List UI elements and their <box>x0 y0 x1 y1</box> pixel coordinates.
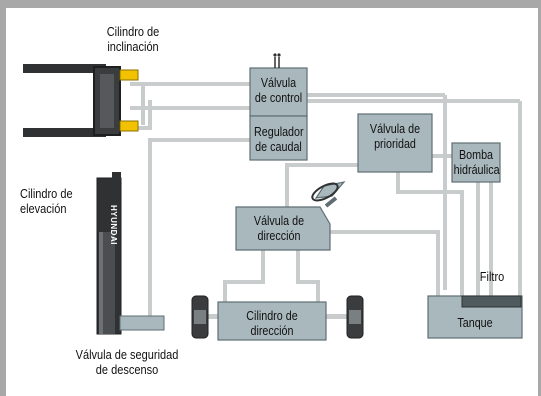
tilt-cylinder-label-line-2: inclinación <box>107 40 159 54</box>
flow-regulator-label-line-2: de caudal <box>255 140 302 154</box>
priority-valve-label-line-1: Válvula de <box>369 122 421 136</box>
lift-cylinder-label-line-1: Cilindro de <box>20 187 73 201</box>
lift-mast <box>96 172 122 335</box>
line-steer-cyl-1 <box>223 250 265 302</box>
frame-left <box>0 0 6 396</box>
steering-cylinder-label-line-2: dirección <box>250 324 294 338</box>
steering-valve-label-line-2: dirección <box>257 229 301 243</box>
control-valve-label-line-2: de control <box>254 91 303 105</box>
priority-valve-label-line-2: prioridad <box>374 137 416 151</box>
mast-inner <box>103 232 115 334</box>
line-steer-cyl-2 <box>296 250 320 302</box>
mast-chain <box>99 232 103 334</box>
carriage-inner <box>100 74 114 128</box>
priority-valve-box <box>357 113 433 173</box>
tilt-cylinder-top <box>119 69 139 81</box>
tilt-cylinder-assembly <box>23 64 139 137</box>
mast-brand: HYUNDAI <box>109 205 118 245</box>
frame-right <box>538 0 541 396</box>
fork-lower <box>23 128 106 137</box>
mast-top <box>112 172 121 180</box>
safety-valve-label-line-1: Válvula de seguridad <box>75 348 179 362</box>
tilt-cylinder-label-line-1: Cilindro de <box>106 25 160 39</box>
control-lever <box>274 57 280 68</box>
fork-upper <box>23 64 106 73</box>
tilt-cylinder-bottom <box>119 120 139 132</box>
steering-valve-label-line-1: Válvula de <box>253 214 305 228</box>
control-valve-label-line-1: Válvula <box>260 76 297 90</box>
hydraulic-pump-label-line-1: Bomba <box>458 148 494 162</box>
steering-valve-label: Válvula de dirección <box>242 214 316 244</box>
safety-valve-label-line-2: de descenso <box>95 363 159 377</box>
lift-cylinder-label: Cilindro de elevación <box>20 187 83 217</box>
lift-cylinder-label-line-2: elevación <box>20 202 67 216</box>
steering-valve-box <box>235 206 331 251</box>
priority-valve-label: Válvula de prioridad <box>363 122 427 152</box>
flow-regulator-box <box>249 115 308 161</box>
tilt-cylinder-label: Cilindro de inclinación <box>100 25 165 55</box>
tank-label: Tanque <box>457 316 493 330</box>
frame-top <box>0 0 541 8</box>
hydraulic-pump-label-line-2: hidráulica <box>453 163 500 177</box>
line-steer-tank <box>330 230 440 296</box>
line-reg-safety <box>148 138 250 318</box>
hydraulic-pump-box <box>451 142 501 183</box>
filter-box <box>461 295 522 308</box>
safety-valve-block <box>119 315 165 331</box>
safety-valve-label: Válvula de seguridad de descenso <box>61 348 193 378</box>
steering-wheel <box>311 181 346 208</box>
filter-label: Filtro <box>479 270 505 284</box>
hydraulic-pump-label: Bomba hidráulica <box>453 148 500 178</box>
flow-regulator-label-line-1: Regulador <box>253 125 304 139</box>
steering-cylinder-label-line-1: Cilindro de <box>246 309 298 323</box>
line-pri-steer <box>285 163 358 207</box>
line-pri-tank <box>396 172 464 296</box>
control-valve-box <box>249 67 308 117</box>
steering-cylinder-box <box>217 301 327 341</box>
wheel-right-hub <box>349 310 361 324</box>
hydraulic-lines <box>130 82 522 318</box>
wheel-left-hub <box>194 310 206 324</box>
steering-cylinder-label: Cilindro de dirección <box>226 309 319 339</box>
flow-regulator-label: Regulador de caudal <box>253 125 304 155</box>
control-valve-label: Válvula de control <box>254 76 303 106</box>
